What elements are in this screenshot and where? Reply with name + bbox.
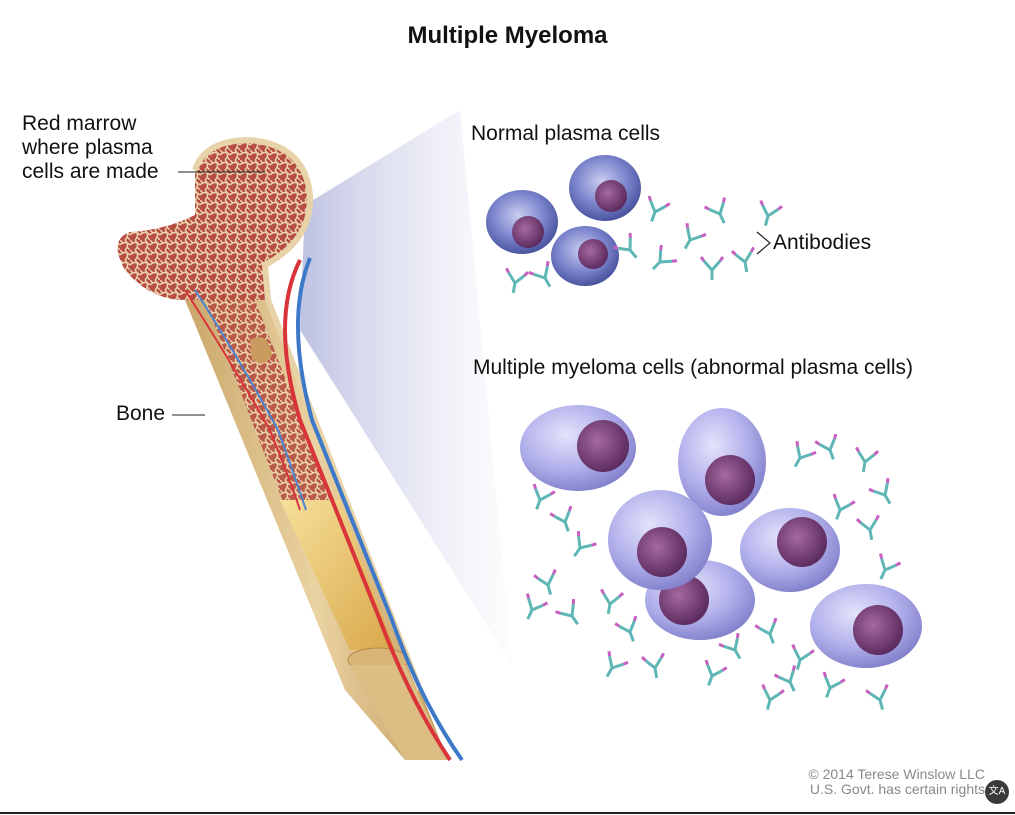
antibody-icon	[754, 617, 778, 644]
normal-plasma-cells-label: Normal plasma cells	[471, 122, 661, 145]
antibody-icon	[761, 684, 785, 711]
lower-shaft	[350, 665, 448, 760]
antibody-icon	[730, 246, 755, 273]
antibody-icon	[832, 493, 856, 520]
antibody-icon	[814, 433, 838, 460]
antibody-icon	[822, 671, 846, 698]
greater-trochanter	[250, 337, 272, 364]
antibody-icon	[647, 195, 671, 222]
myeloma-cell	[678, 408, 766, 516]
copyright-credit: © 2014 Terese Winslow LLC U.S. Govt. has…	[808, 767, 985, 797]
red-marrow-label-line: Red marrow	[22, 112, 137, 135]
myeloma-cells	[520, 405, 922, 668]
antibody-icon	[640, 652, 665, 679]
antibody-icon	[549, 505, 573, 532]
red-marrow-label: Red marrow where plasma cells are made	[22, 112, 159, 184]
bone-cortex-edge	[192, 136, 423, 692]
femur-bone	[117, 136, 448, 760]
myeloma-cell	[810, 584, 922, 668]
antibody-icon	[773, 665, 796, 692]
vein-branch	[194, 289, 307, 511]
antibody-icon	[528, 261, 552, 288]
antibody-icon	[703, 197, 726, 224]
bone-head	[117, 140, 311, 300]
antibody-icon	[555, 598, 579, 626]
rights-line: U.S. Govt. has certain rights	[809, 781, 985, 797]
artery	[283, 259, 452, 762]
antibody-icon	[605, 651, 629, 678]
antibody-icon	[759, 200, 783, 227]
bone-label: Bone	[116, 402, 166, 425]
antibody-icon	[683, 223, 707, 250]
antibody-icon	[699, 256, 725, 280]
normal-plasma-cell	[551, 226, 619, 286]
red-marrow-label-line: where plasma	[22, 136, 153, 159]
antibody-icon	[855, 514, 880, 541]
red-marrow-label-line: cells are made	[22, 160, 159, 183]
antibody-icon	[573, 530, 597, 558]
antibody-icon	[865, 684, 889, 711]
antibody-icon	[612, 232, 638, 259]
artery-branch	[184, 289, 301, 511]
antibody-icon	[718, 633, 742, 660]
antibody-icon	[879, 553, 902, 580]
antibody-icon	[793, 441, 817, 468]
antibody-icon	[614, 615, 638, 642]
antibody-icon	[791, 644, 815, 671]
myeloma-cell	[608, 490, 712, 590]
normal-plasma-cell	[569, 155, 641, 221]
yellow-marrow	[280, 500, 395, 650]
antibody-icon	[868, 478, 892, 505]
antibodies-bracket	[756, 231, 771, 255]
antibody-group	[505, 195, 902, 711]
antibody-icon	[533, 569, 557, 596]
normal-plasma-cell	[486, 190, 558, 254]
myeloma-cells-label: Multiple myeloma cells (abnormal plasma …	[473, 356, 913, 379]
myeloma-cell	[740, 508, 840, 592]
normal-plasma-cells	[486, 155, 641, 286]
marrow-cavity	[205, 300, 340, 520]
antibody-icon	[651, 244, 678, 271]
antibody-icon	[600, 588, 625, 615]
antibody-icon	[704, 659, 728, 686]
copyright-line: © 2014 Terese Winslow LLC	[808, 766, 985, 782]
antibody-icon	[526, 593, 549, 620]
antibody-icon	[855, 446, 880, 473]
myeloma-cell	[520, 405, 636, 491]
bottom-divider	[0, 812, 1015, 814]
antibody-icon	[505, 267, 530, 294]
magnification-beam	[300, 110, 512, 665]
antibody-icon	[532, 483, 556, 510]
antibodies-label: Antibodies	[773, 231, 872, 254]
vein	[296, 257, 464, 762]
translate-icon[interactable]: 文A	[985, 780, 1009, 804]
diagram-title: Multiple Myeloma	[407, 22, 608, 49]
